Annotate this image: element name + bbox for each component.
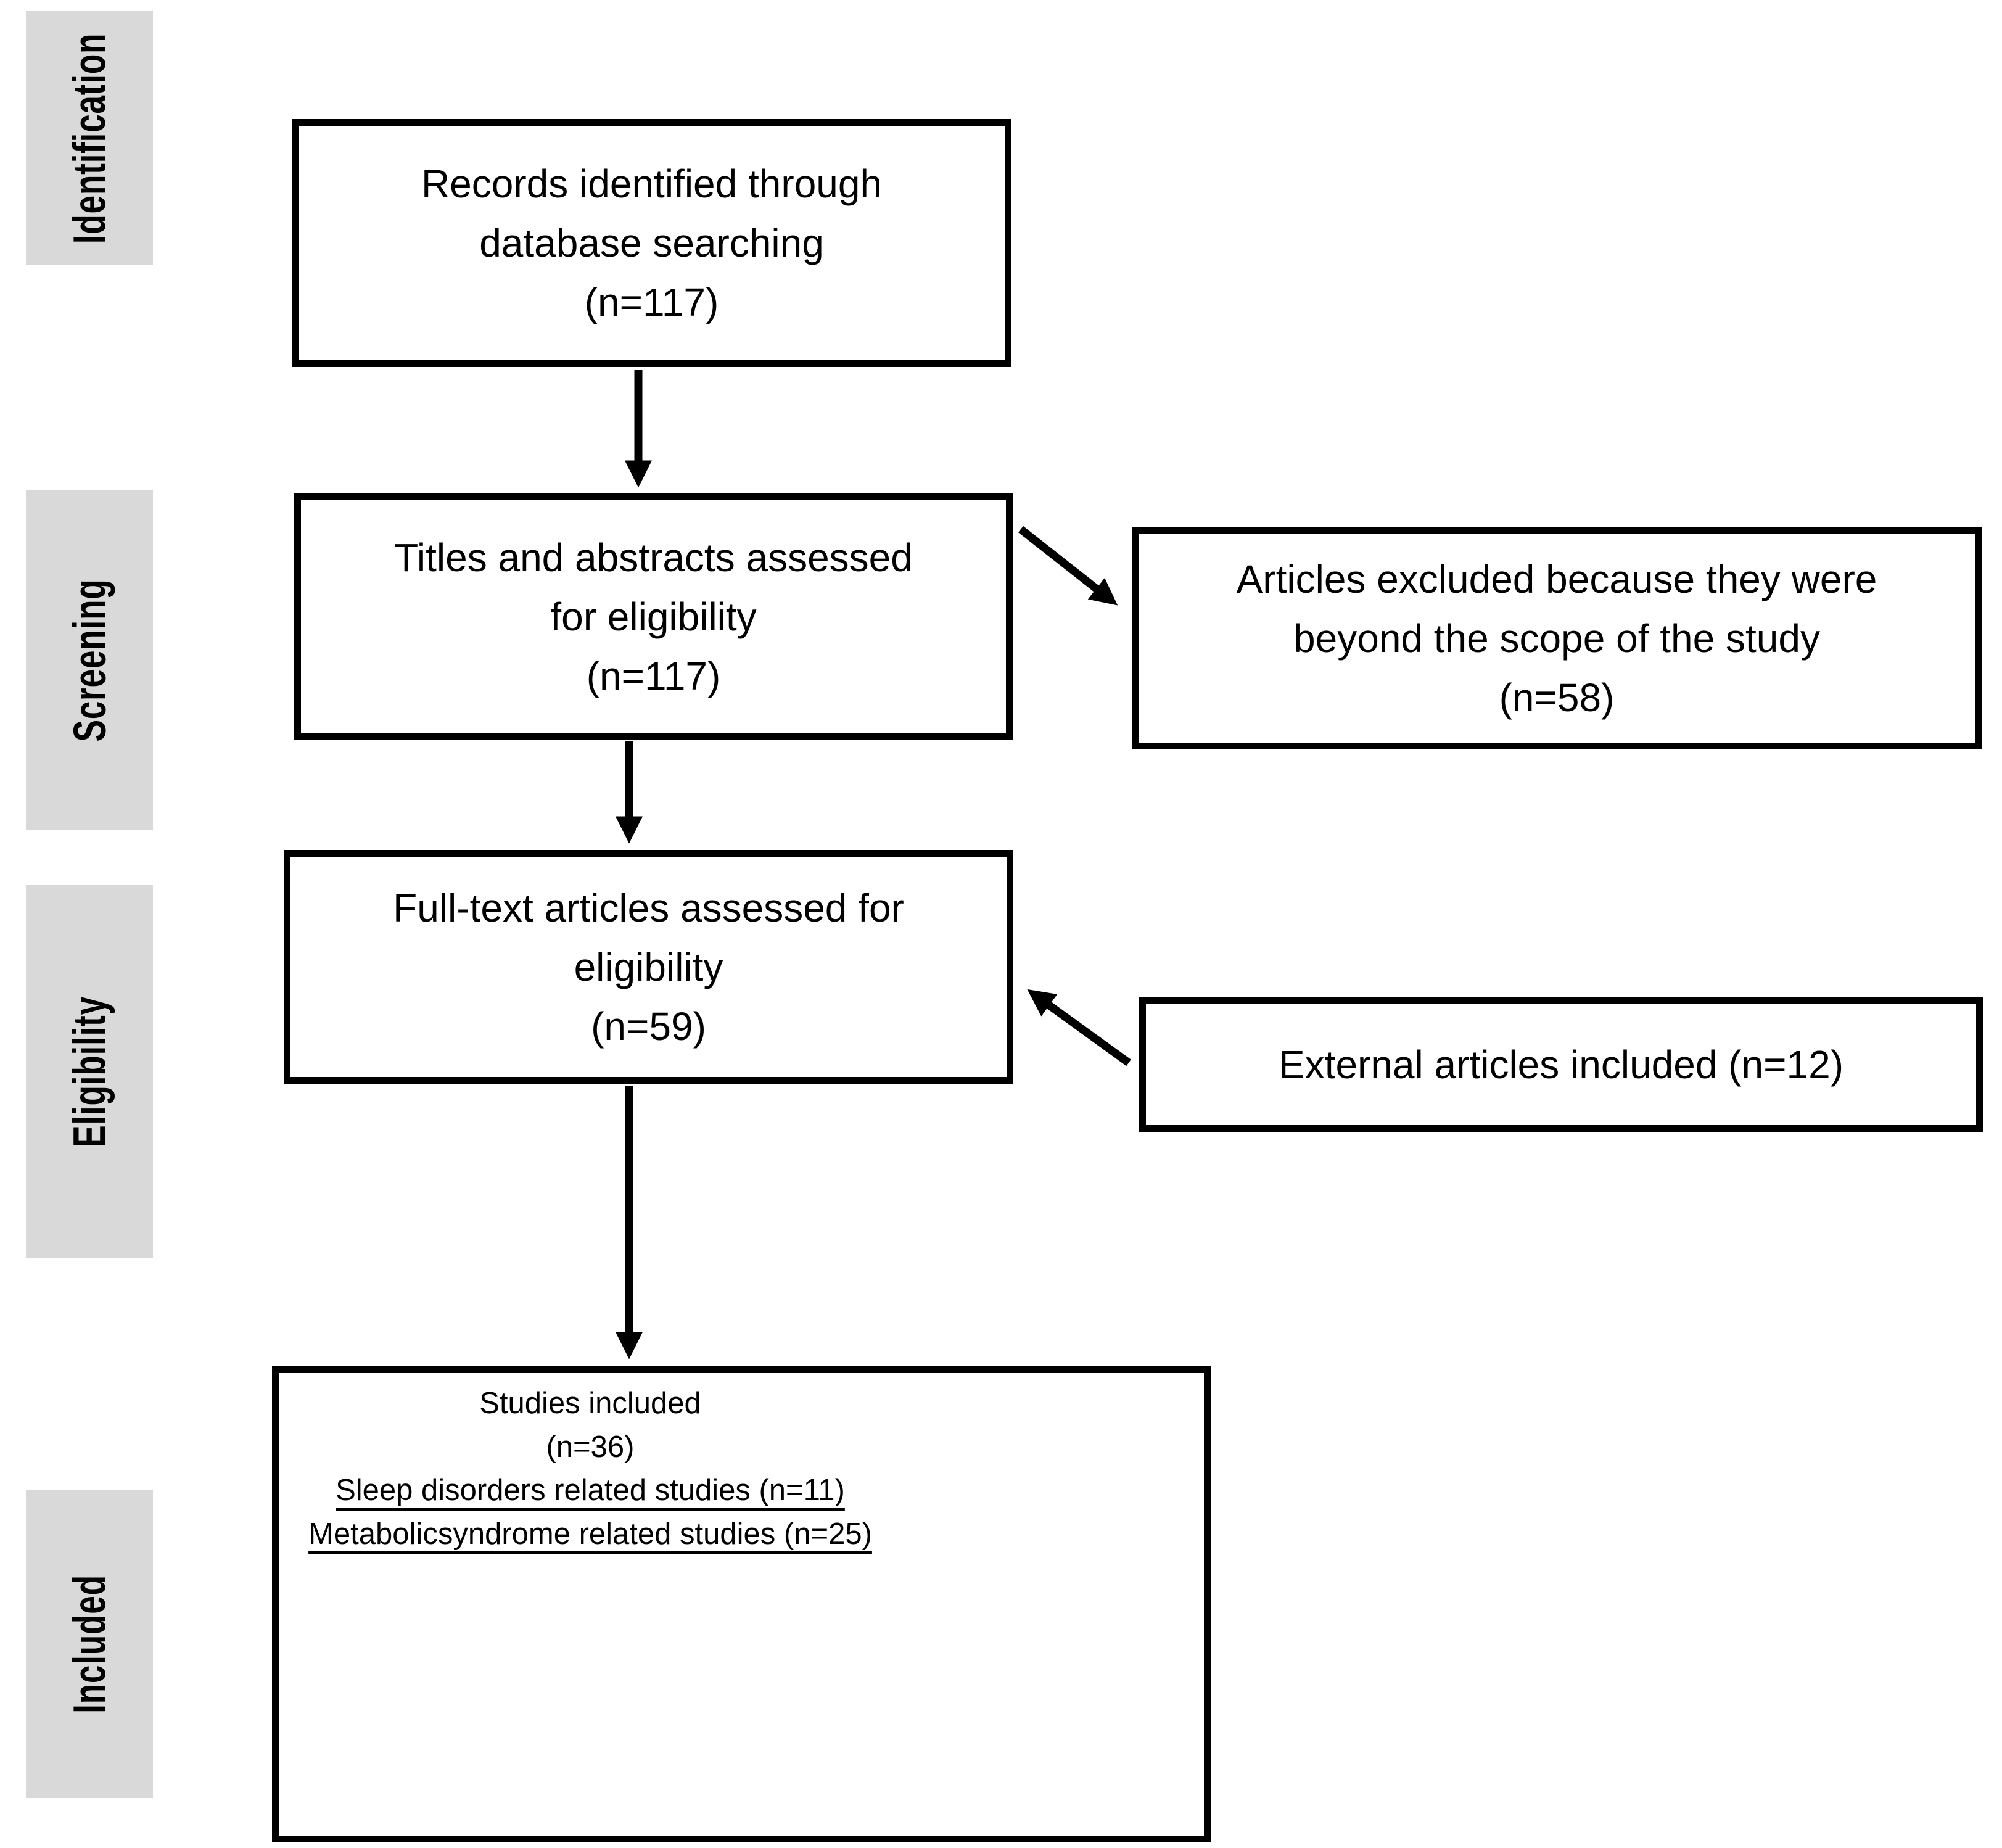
box-line-underlined: Sleep disorders related studies (n=11) (336, 1474, 845, 1508)
stage-label-text: Identification (64, 33, 115, 244)
stage-label-identification: Identification (26, 11, 153, 265)
box-line: (n=117) (586, 654, 721, 698)
box-line: Studies included (479, 1387, 701, 1420)
box-line: Records identified through (421, 162, 883, 206)
arrow-titles-to-excluded (1018, 526, 1118, 606)
box-line: database searching (479, 221, 824, 265)
box-line: Titles and abstracts assessed (394, 535, 913, 580)
studies-included-text: Studies included (n=36) Sleep disorders … (279, 1382, 902, 1556)
arrow-external-to-fulltext (1027, 989, 1131, 1066)
box-line: beyond the scope of the study (1293, 616, 1820, 661)
box-line: for eligibility (550, 595, 757, 639)
box-line: Articles excluded because they were (1236, 557, 1877, 601)
box-line: (n=117) (584, 280, 719, 324)
box-line: (n=58) (1499, 675, 1615, 720)
stage-label-text: Screening (64, 578, 115, 742)
box-titles-abstracts-assessed: Titles and abstracts assessed for eligib… (294, 493, 1013, 740)
box-external-articles: External articles included (n=12) (1139, 997, 1983, 1132)
box-fulltext-assessed: Full-text articles assessed for eligibil… (284, 850, 1013, 1084)
box-articles-excluded: Articles excluded because they were beyo… (1132, 527, 1982, 749)
stage-label-text: Eligibility (64, 996, 115, 1147)
box-line: (n=59) (591, 1004, 706, 1049)
box-studies-included: Studies included (n=36) Sleep disorders … (272, 1366, 1211, 1842)
stage-label-text: Included (64, 1574, 115, 1714)
box-line: eligibility (574, 944, 723, 989)
box-line: Full-text articles assessed for (393, 885, 904, 930)
stage-label-screening: Screening (26, 490, 153, 830)
box-line: External articles included (n=12) (1278, 1042, 1844, 1087)
box-line: (n=36) (546, 1430, 635, 1464)
stage-label-eligibility: Eligibility (26, 885, 153, 1258)
stage-label-included: Included (26, 1490, 153, 1798)
box-line-underlined: Metabolicsyndrome related studies (n=25) (308, 1517, 872, 1551)
box-records-identified: Records identified through database sear… (292, 119, 1011, 367)
